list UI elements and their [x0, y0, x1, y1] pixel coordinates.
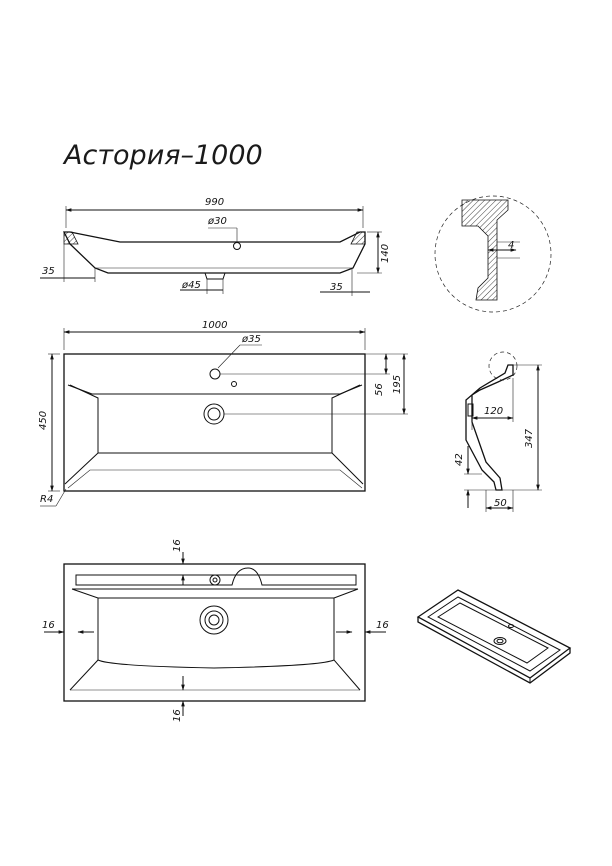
- bottom-left-dim: 16: [42, 620, 55, 631]
- bottom-view: 16 16 16 16: [42, 539, 389, 722]
- top-radius-dim: R4: [40, 494, 53, 505]
- top-hole-dim: ø35: [241, 334, 261, 345]
- detail-view: 4: [434, 195, 552, 313]
- top-drain-offset-dim: 195: [392, 375, 403, 394]
- front-rim-right-dim: 35: [330, 282, 343, 293]
- bottom-bottom-dim: 16: [172, 709, 183, 722]
- top-depth-dim: 450: [38, 411, 49, 430]
- bottom-top-dim: 16: [172, 539, 183, 552]
- front-drain-dim: ø45: [181, 280, 201, 291]
- side-depth-dim: 347: [524, 428, 535, 448]
- bottom-right-dim: 16: [376, 620, 389, 631]
- top-hole-offset-dim: 56: [374, 383, 385, 396]
- front-hole-dim: ø30: [207, 216, 227, 227]
- side-rim-dim: 120: [484, 406, 503, 417]
- drawing-title: Астория–1000: [62, 140, 263, 171]
- detail-thickness-dim: 4: [508, 240, 514, 251]
- top-width-dim: 1000: [202, 320, 227, 331]
- front-rim-left-dim: 35: [42, 266, 55, 277]
- front-height-dim: 140: [380, 244, 391, 263]
- side-base-dim: 50: [494, 498, 507, 509]
- front-width-dim: 990: [205, 197, 224, 208]
- side-view: 120 347 42 50: [454, 351, 542, 512]
- top-view: 1000 ø35 450 56 195 R4: [38, 320, 408, 507]
- front-view: 990 ø30 140 35 35 ø45: [40, 197, 391, 296]
- side-drain-height-dim: 42: [454, 453, 465, 466]
- isometric-view: [416, 589, 572, 684]
